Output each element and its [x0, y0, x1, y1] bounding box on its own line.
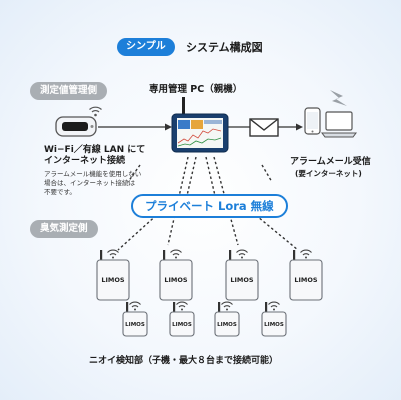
sensor-device-icon: LIMOS [122, 301, 148, 337]
sensor-device-icon: LIMOS [159, 249, 193, 301]
footer-caption: ニオイ検知部（子機・最大８台まで接続可能） [89, 356, 279, 366]
internet-note1: アラームメール機能を使用しない [44, 170, 142, 178]
wifi-signal-icon [300, 249, 312, 259]
sensor-brand-label: LIMOS [217, 322, 237, 328]
sensor-brand-label: LIMOS [294, 276, 318, 284]
wifi-signal-icon [236, 249, 248, 259]
laptop-icon [321, 111, 357, 138]
sensor-device-icon: LIMOS [96, 249, 130, 301]
wifi-signal-icon [129, 301, 141, 311]
mail-icon [249, 118, 279, 137]
pc-label: 専用管理 PC（親機） [149, 84, 243, 95]
section-measurement-side: 測定値管理側 [30, 82, 108, 100]
sensor-device-icon: LIMOS [225, 249, 259, 301]
pc-tablet-icon [171, 97, 229, 153]
sensor-brand-label: LIMOS [164, 276, 188, 284]
wifi-signal-icon [221, 301, 233, 311]
alarm-line2: (要インターネット) [295, 169, 362, 178]
sensor-device-icon: LIMOS [289, 249, 323, 301]
wifi-router-icon [55, 106, 102, 137]
header-badge: シンプル [117, 38, 175, 56]
internet-line2: インターネット接続 [44, 156, 126, 166]
main-connection-line [98, 123, 303, 131]
wifi-signal-icon [170, 249, 182, 259]
sensor-brand-label: LIMOS [230, 276, 254, 284]
sensor-brand-label: LIMOS [264, 322, 284, 328]
smartphone-icon [304, 107, 321, 135]
sensor-device-icon: LIMOS [169, 301, 195, 337]
sensor-row-bottom: LIMOS LIMOS LIMOS LIMOS [122, 301, 287, 337]
alarm-line1: アラームメール受信 [290, 157, 371, 167]
sensor-brand-label: LIMOS [125, 322, 145, 328]
lora-network-label: プライベート Lora 無線 [131, 194, 288, 218]
wifi-signal-icon [268, 301, 280, 311]
internet-note2: 場合は、インターネット接続は [44, 179, 135, 187]
lightning-icon [330, 90, 347, 106]
section-odor-side: 臭気測定側 [30, 220, 98, 238]
header-title: システム構成図 [186, 41, 263, 54]
sensor-device-icon: LIMOS [214, 301, 240, 337]
wifi-signal-icon [176, 301, 188, 311]
sensor-brand-label: LIMOS [172, 322, 192, 328]
internet-note3: 不要です。 [44, 188, 76, 196]
sensor-brand-label: LIMOS [101, 276, 125, 284]
internet-line1: Wi−Fi／有線 LAN にて [44, 145, 146, 155]
wifi-signal-icon [107, 249, 119, 259]
sensor-row-top: LIMOS LIMOS LIMOS LIMOS [96, 249, 323, 301]
sensor-device-icon: LIMOS [261, 301, 287, 337]
